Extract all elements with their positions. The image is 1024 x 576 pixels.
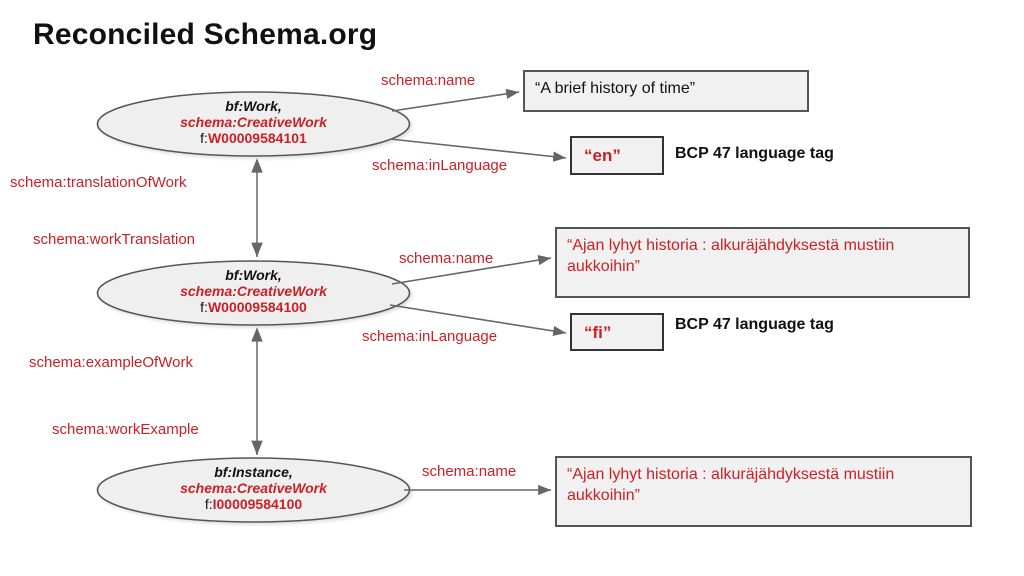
edge-label-work-example: schema:workExample — [52, 421, 199, 438]
node-ellipse-instance-100[interactable] — [96, 457, 411, 523]
annotation-bcp47-top: BCP 47 language tag — [675, 145, 834, 162]
node-ellipse-work-101[interactable] — [96, 91, 411, 157]
edge-name-middle — [391, 255, 552, 285]
edge-label-schema-name-top: schema:name — [381, 72, 476, 89]
literal-box-language-fi[interactable]: “fi” — [570, 313, 664, 351]
annotation-bcp47-middle: BCP 47 language tag — [675, 316, 834, 333]
literal-box-name-en[interactable]: “A brief history of time” — [523, 70, 809, 112]
edge-label-translation-of-work: schema:translationOfWork — [10, 174, 187, 191]
edge-label-example-of-work: schema:exampleOfWork — [29, 354, 193, 371]
edge-label-schema-name-bottom: schema:name — [422, 463, 517, 480]
literal-box-name-fi-instance[interactable]: “Ajan lyhyt historia : alkuräjähdyksestä… — [555, 456, 972, 527]
literal-box-language-en[interactable]: “en” — [570, 136, 664, 175]
literal-box-name-fi-work[interactable]: “Ajan lyhyt historia : alkuräjähdyksestä… — [555, 227, 970, 298]
edge-label-schema-name-middle: schema:name — [399, 250, 494, 267]
edge-inlanguage-middle — [389, 304, 567, 337]
node-ellipse-work-100[interactable] — [96, 260, 411, 326]
edge-inlanguage-top — [389, 138, 567, 162]
edge-label-schema-inlanguage-top: schema:inLanguage — [372, 157, 508, 174]
edge-label-schema-inlanguage-middle: schema:inLanguage — [362, 328, 498, 345]
page-title: Reconciled Schema.org — [33, 18, 378, 51]
edge-name-top — [391, 88, 520, 112]
edge-label-work-translation: schema:workTranslation — [33, 231, 196, 248]
